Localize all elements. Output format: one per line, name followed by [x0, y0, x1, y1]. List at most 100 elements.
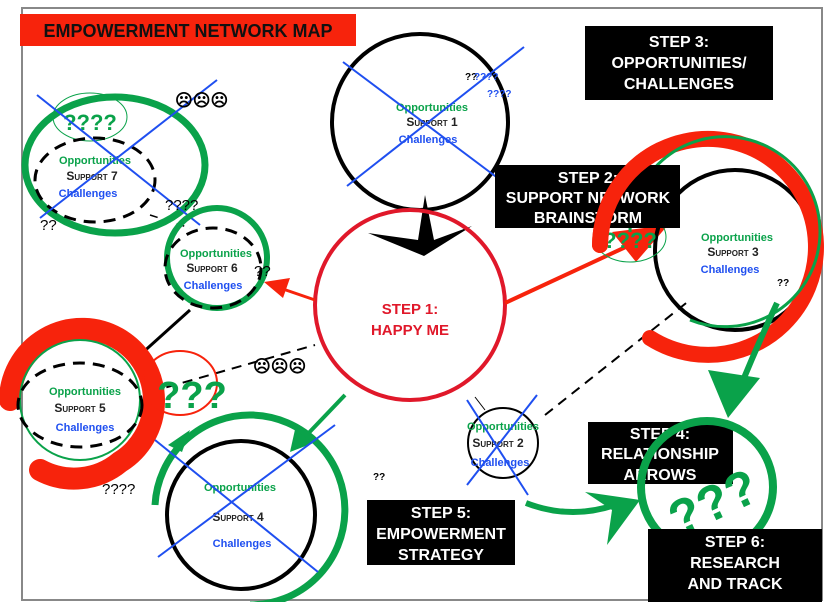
step-3-box: STEP 3: OPPORTUNITIES/ CHALLENGES: [585, 26, 773, 100]
arrowhead: [168, 430, 190, 452]
cross-out-mark: [157, 424, 336, 558]
question-marks: ??: [465, 72, 477, 83]
step-5-line-3: STRATEGY: [398, 547, 484, 564]
sad-faces: ☹☹☹: [175, 91, 228, 110]
support-4-node: Opportunities Support 4 Challenges: [151, 411, 349, 602]
step-1-line-1: STEP 1:: [382, 301, 438, 318]
support-3-green-ring: [628, 135, 822, 329]
support-5-challenges: Challenges: [56, 422, 115, 434]
title-banner: EMPOWERMENT NETWORK MAP: [20, 14, 356, 46]
step-6-background: [648, 529, 822, 602]
cross-out-mark: [154, 439, 319, 573]
support-7-challenges: Challenges: [59, 188, 118, 200]
step-6-line-1: STEP 6:: [705, 534, 765, 551]
support-5-label: Support 5: [54, 401, 106, 415]
cross-out-mark: [39, 79, 218, 219]
green-arrow-to-research: [524, 500, 616, 515]
question-marks: ????: [102, 481, 135, 498]
arrowhead: [708, 370, 760, 418]
question-marks: ????: [165, 197, 198, 214]
frame: [21, 7, 823, 601]
support-4-challenges: Challenges: [213, 538, 272, 550]
arrowhead: [290, 425, 316, 452]
support-1-opportunities: Opportunities: [396, 102, 468, 114]
support-3-label: Support 3: [707, 245, 759, 259]
question-marks: ????: [487, 89, 511, 100]
arrowhead: [612, 225, 668, 262]
step-3-line-1: STEP 3:: [649, 34, 709, 51]
step-5-box: STEP 5: EMPOWERMENT STRATEGY: [367, 500, 515, 565]
support-5-green-ring: [19, 339, 141, 461]
arrow-to-support-6: [279, 286, 316, 302]
step-4-line-3: ARROWS: [624, 467, 697, 484]
step-5-line-1: STEP 5:: [411, 505, 471, 522]
connector-6-5: [138, 308, 192, 357]
support-5-opportunities: Opportunities: [49, 386, 121, 398]
support-5-red-ring: [0, 317, 165, 490]
step-4-line-2: RELATIONSHIP: [601, 446, 719, 463]
support-5-node: Opportunities Support 5 Challenges ??? ☹…: [0, 317, 306, 498]
step-3-line-3: CHALLENGES: [624, 76, 735, 93]
support-3-challenges: Challenges: [701, 264, 760, 276]
step-2-line-3: BRAINSTORM: [534, 210, 642, 227]
step-4-background: [588, 422, 733, 484]
step-1-happy-me: STEP 1: HAPPY ME: [313, 208, 507, 402]
step-4-box: STEP 4: RELATIONSHIP ARROWS: [588, 422, 733, 484]
question-marks: ??: [373, 472, 385, 483]
arrowhead: [264, 278, 290, 298]
cross-out-mark: [466, 394, 538, 486]
support-7-dashed-circle: [33, 136, 157, 224]
support-6-label: Support 6: [186, 261, 238, 275]
step-2-line-1: STEP 2:: [558, 170, 618, 187]
support-6-opportunities: Opportunities: [180, 248, 252, 260]
step-1-line-2: HAPPY ME: [371, 322, 449, 339]
step-5-line-2: EMPOWERMENT: [376, 526, 506, 543]
dashed-connector-5-1: [149, 344, 316, 393]
support-7-green-ring: [21, 93, 209, 237]
step-6-line-2: RESEARCH: [690, 555, 780, 572]
question-marks: ????: [603, 228, 657, 253]
support-6-node: Opportunities Support 6 Challenges ??: [163, 205, 271, 311]
support-3-red-ring-overlap: [592, 142, 668, 253]
title-background: [20, 14, 356, 46]
cross-out-mark: [346, 46, 525, 187]
support-7-label: Support 7: [66, 169, 118, 183]
step-5-background: [367, 500, 515, 565]
support-2-node: Opportunities Support 2 Challenges: [466, 394, 539, 496]
support-2-label: Support 2: [472, 436, 524, 450]
question-bubble: [52, 92, 128, 142]
question-marks: ??: [777, 278, 789, 289]
dashed-connector-2-3: [544, 299, 691, 416]
question-marks: ??: [40, 217, 57, 234]
question-marks: ???: [157, 375, 227, 417]
step-2-box: STEP 2: SUPPORT NETWORK BRAINSTORM: [495, 165, 680, 228]
support-2-circle: [467, 407, 539, 479]
support-6-dashed-circle: [163, 226, 263, 310]
sad-faces: ☹☹☹: [253, 357, 306, 376]
step-2-line-2: SUPPORT NETWORK: [506, 190, 671, 207]
step-6-box: STEP 6: RESEARCH AND TRACK: [648, 529, 822, 602]
support-7-node: ???? Opportunities Support 7 Challenges …: [21, 79, 228, 237]
support-4-label: Support 4: [212, 510, 264, 524]
support-6-challenges: Challenges: [184, 280, 243, 292]
happy-me-circle: [313, 208, 507, 402]
step-3-line-2: OPPORTUNITIES/: [611, 55, 747, 72]
arrow-down-to-step1: [368, 195, 472, 256]
support-3-opportunities: Opportunities: [701, 232, 773, 244]
support-4-circle: [165, 439, 317, 591]
support-5-dashed-circle: [16, 361, 144, 449]
support-2-challenges: Challenges: [471, 457, 530, 469]
support-4-opportunities: Opportunities: [204, 482, 276, 494]
title: EMPOWERMENT NETWORK MAP: [44, 21, 333, 41]
cross-out-mark: [466, 399, 529, 496]
question-bubble: [142, 350, 218, 416]
arrowhead: [585, 492, 640, 545]
support-7-opportunities: Opportunities: [59, 155, 131, 167]
step-3-background: [585, 26, 773, 100]
arrow-to-support-2: [474, 396, 486, 411]
cross-out-mark: [36, 94, 201, 226]
support-1-label: Support 1: [406, 115, 458, 129]
question-marks: ??: [254, 263, 271, 280]
